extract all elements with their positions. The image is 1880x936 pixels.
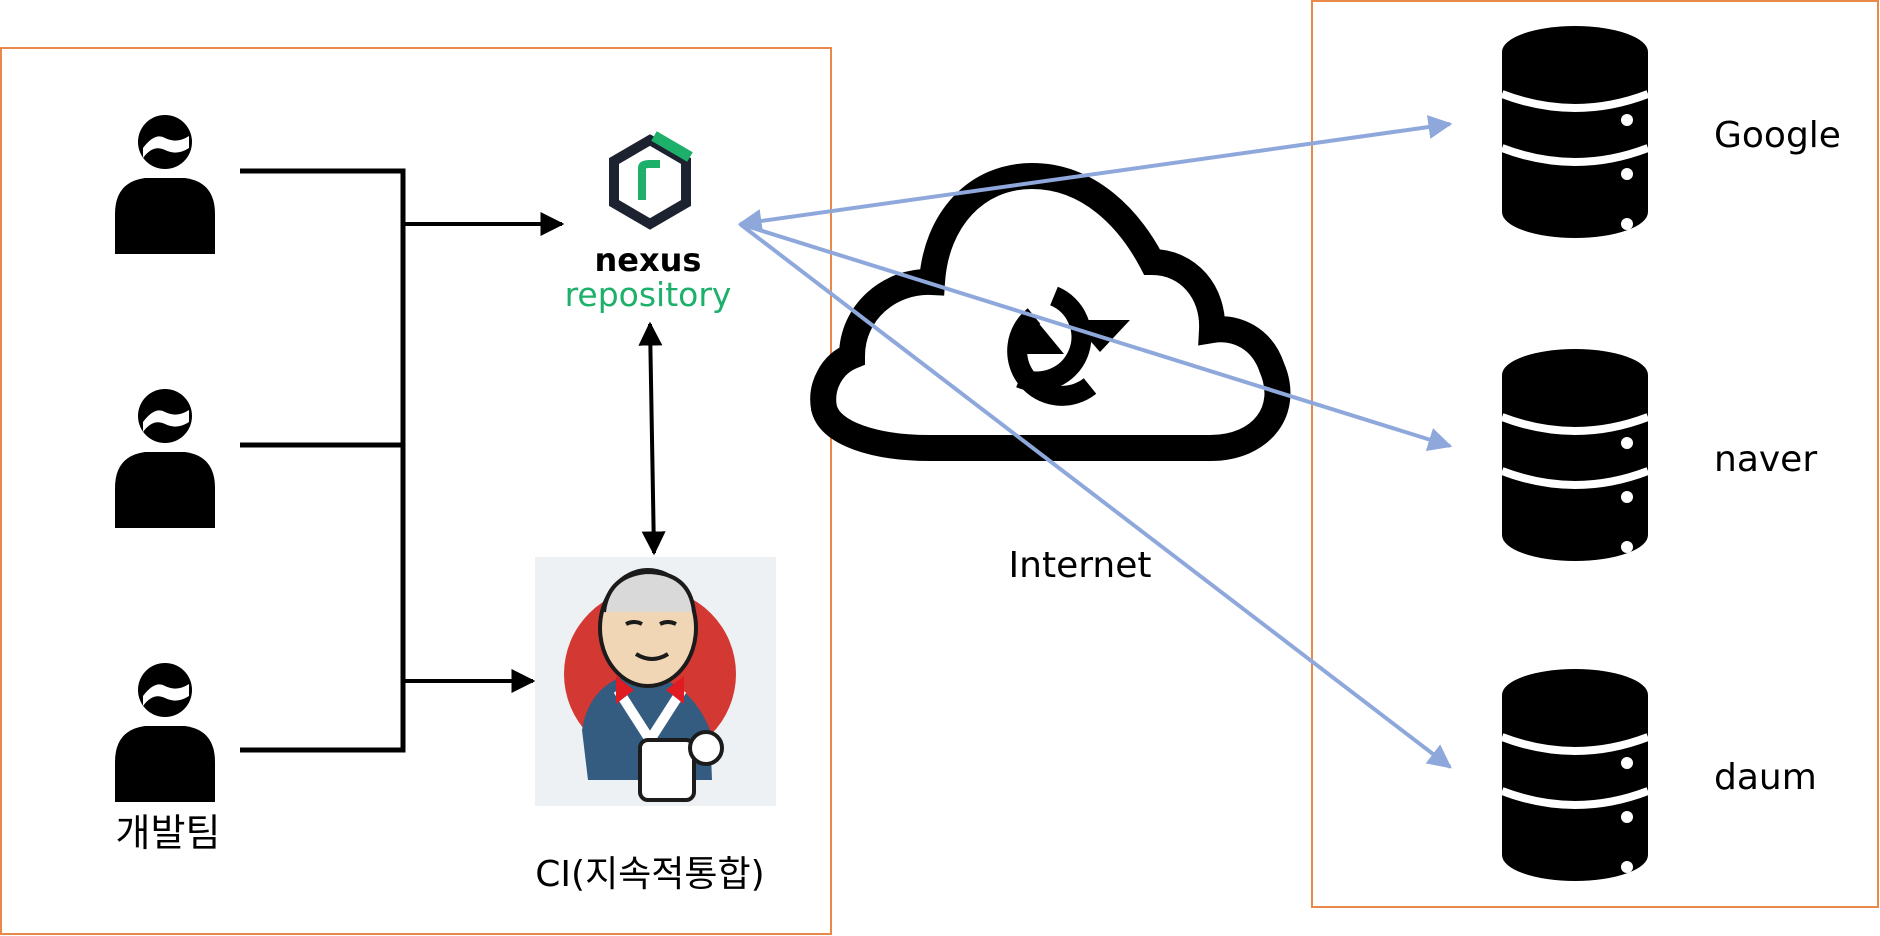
nexus-logo-icon xyxy=(609,131,693,230)
link-to-naver xyxy=(739,222,1453,452)
database-icon-google xyxy=(1502,26,1648,238)
ci-label: CI(지속적통합) xyxy=(535,854,764,895)
jenkins-butler-icon xyxy=(535,557,776,806)
internet-label: Internet xyxy=(1009,545,1152,586)
repository-word: repository xyxy=(565,275,732,314)
repository-name-daum: daum xyxy=(1714,757,1817,798)
external-repository-frame xyxy=(1311,0,1879,908)
cloud-sync-icon xyxy=(810,162,1291,461)
developer-person-icon-2 xyxy=(115,389,215,528)
internet-links xyxy=(737,115,1453,769)
developer-person-icon-3 xyxy=(115,663,215,802)
link-to-daum xyxy=(738,222,1452,769)
dev-team-label: 개발팀 xyxy=(116,811,221,855)
database-icon-daum xyxy=(1502,669,1648,881)
team-connector xyxy=(240,168,406,753)
nexus-word: nexus xyxy=(595,241,702,279)
repository-name-google: Google xyxy=(1714,115,1841,156)
nexus-ci-arrow xyxy=(638,321,666,556)
internal-network-frame xyxy=(0,47,832,935)
repository-name-naver: naver xyxy=(1714,439,1817,480)
database-icon-naver xyxy=(1502,349,1648,561)
link-to-google xyxy=(737,115,1453,233)
developer-person-icon-1 xyxy=(115,115,215,254)
